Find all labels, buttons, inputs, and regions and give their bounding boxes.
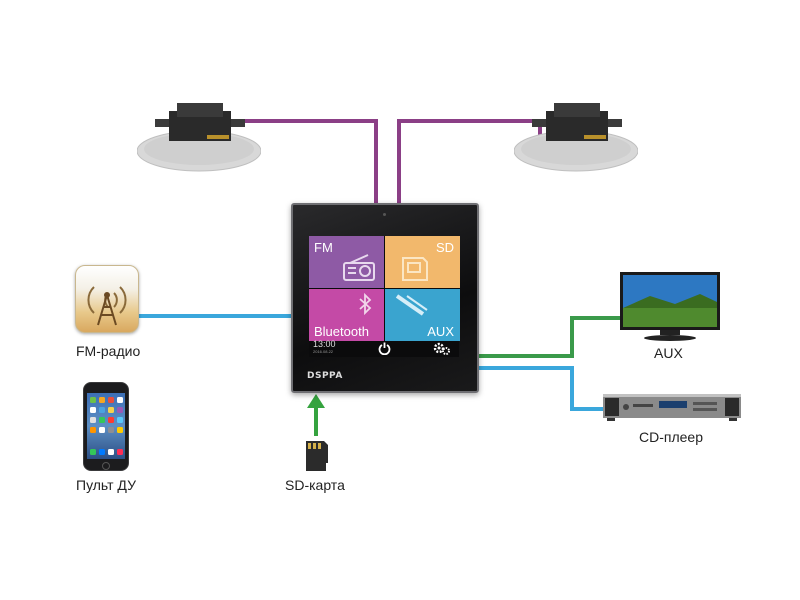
radio-icon [343,254,375,281]
status-time: 13:00 [313,339,336,349]
tile-aux[interactable]: AUX [385,289,460,341]
remote-label: Пульт ДУ [76,477,136,493]
fm-radio-tower-icon [75,265,139,333]
cd-player-icon [603,394,741,421]
aux-wire [478,316,622,358]
cd-player-label: CD-плеер [639,429,703,445]
status-date: 2016.08.22 [313,349,334,354]
panel-camera [383,213,386,216]
tile-fm[interactable]: FM [309,236,384,288]
ceiling-speaker-icon [514,103,638,172]
smartphone-icon [83,382,129,471]
aux-cable-icon [395,294,428,316]
tile-bluetooth-label: Bluetooth [314,324,369,339]
tile-sd[interactable]: SD [385,236,460,288]
power-icon[interactable] [378,342,391,355]
bluetooth-icon [359,292,372,316]
panel-brand-logo: DSPPA [307,371,343,381]
tv-monitor-icon [620,272,720,341]
phone-home-button [102,462,110,470]
touch-screen: FM SD Bluetooth AUX [309,236,460,357]
tile-sd-label: SD [435,240,454,255]
tile-bluetooth[interactable]: Bluetooth [309,289,384,341]
cd-wire [478,366,604,411]
tile-aux-label: AUX [427,324,454,339]
speaker-wire-right [397,119,542,205]
tile-fm-label: FM [314,240,333,255]
ceiling-speaker-icon [137,103,261,172]
sd-card-icon [402,257,428,281]
sd-card-icon [306,441,328,471]
fm-radio-label: FM-радио [76,343,141,359]
sd-arrow-head [307,394,325,408]
phone-screen [87,393,125,459]
aux-label: AUX [654,345,683,361]
settings-gears-icon[interactable] [433,342,451,355]
wall-panel: FM SD Bluetooth AUX [291,203,479,393]
status-bar: 13:00 2016.08.22 [309,339,459,357]
sd-card-label: SD-карта [285,477,345,493]
